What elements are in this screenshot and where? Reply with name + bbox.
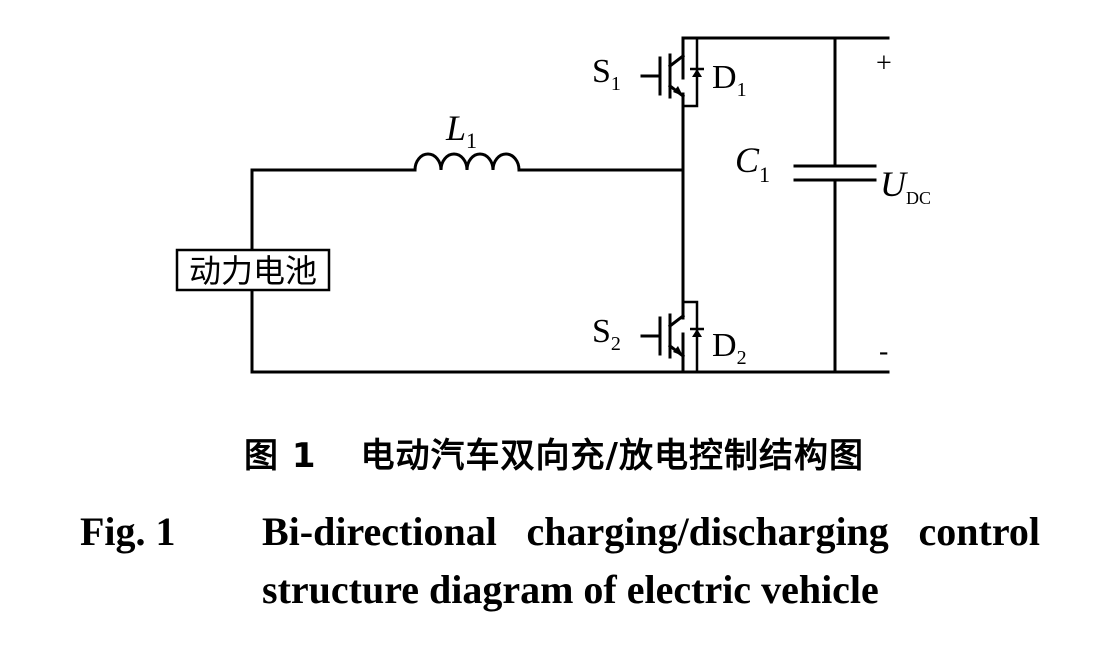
diode-d2-label: D2 — [712, 327, 747, 369]
switch-s2-label: S2 — [592, 313, 621, 355]
caption-cn-title: 电动汽车双向充/放电控制结构图 — [360, 436, 864, 476]
diode-d1 — [683, 36, 704, 108]
caption-en-word-2: charging/discharging — [526, 509, 889, 554]
inductor-coil — [413, 152, 521, 172]
inductor-label: L1 — [445, 108, 477, 153]
battery-label: 动力电池 — [189, 252, 317, 290]
caption-en-word-1: Bi-directional — [262, 509, 497, 554]
minus-sign: - — [879, 336, 888, 367]
voltage-label: UDC — [880, 164, 931, 208]
caption-chinese: 图 1 电动汽车双向充/放电控制结构图 — [0, 428, 1108, 477]
caption-en-number: Fig. 1 — [80, 509, 176, 554]
caption-en-word-3: control — [918, 509, 1040, 554]
caption-en-line2: structure diagram of electric vehicle — [262, 567, 879, 612]
diode-d1-label: D1 — [712, 59, 747, 101]
circuit-diagram: 动力电池 L1 — [175, 36, 931, 374]
diode-d2 — [683, 300, 704, 372]
battery-box — [175, 248, 331, 292]
caption-cn-number: 图 1 — [244, 436, 317, 476]
igbt-s1 — [640, 53, 686, 99]
igbt-s2 — [640, 313, 686, 359]
caption-en-line1: Bi-directional charging/discharging cont… — [262, 508, 1040, 555]
capacitor-label: C1 — [735, 140, 770, 187]
capacitor-c1 — [793, 36, 877, 374]
plus-sign: + — [876, 48, 892, 79]
switch-s1-label: S1 — [592, 53, 621, 95]
